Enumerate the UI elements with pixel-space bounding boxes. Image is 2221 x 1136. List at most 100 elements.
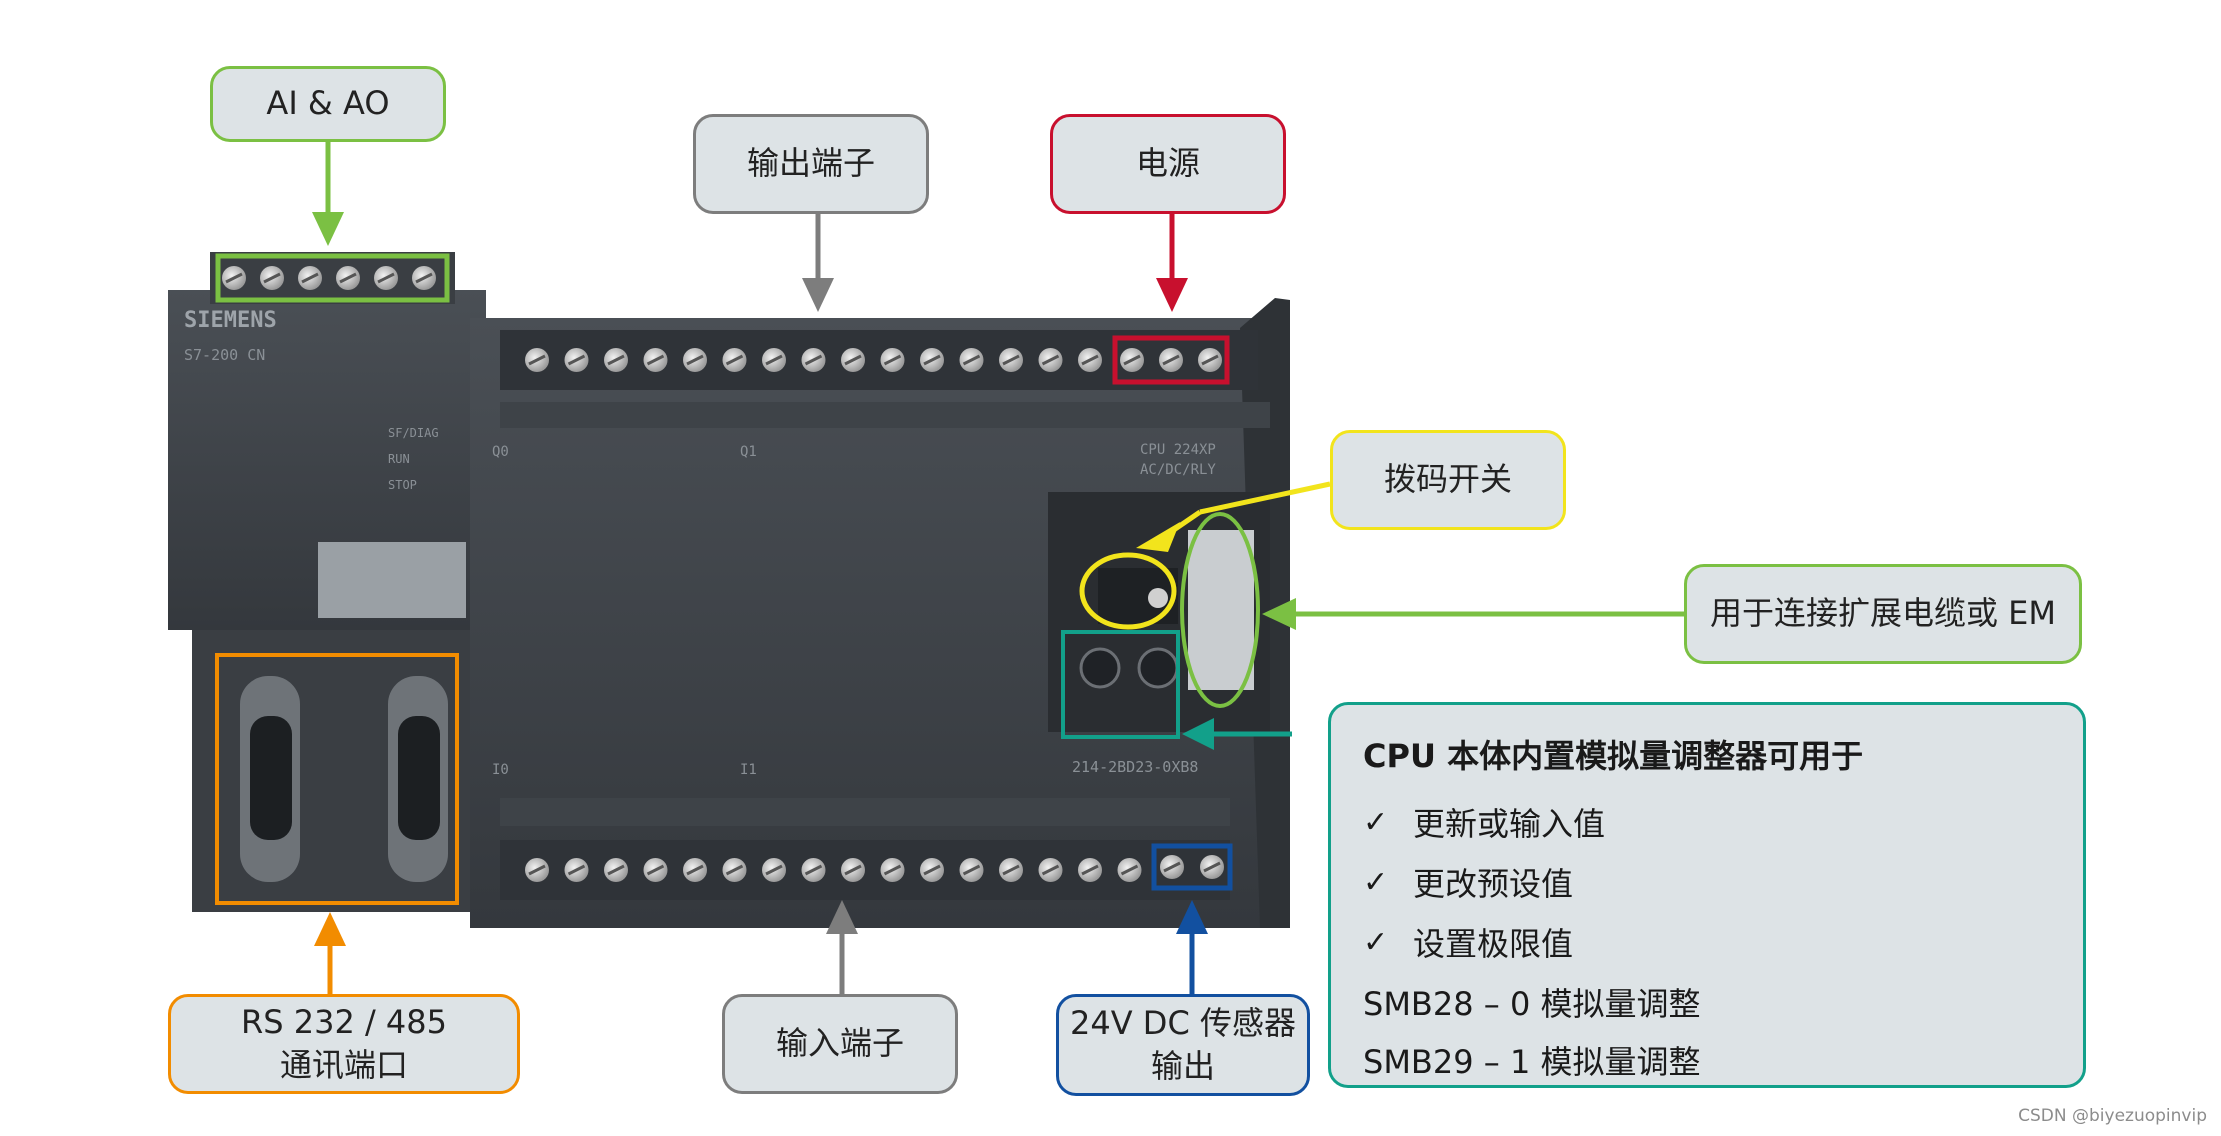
output-terminal-screw-slot: [1081, 354, 1099, 366]
power-arrow-head: [1156, 278, 1188, 312]
power-label: 电源: [1135, 144, 1200, 183]
ai-ao-screw-slot: [339, 272, 357, 284]
expansion-callout: 用于连接扩展电缆或 EM: [1684, 564, 2082, 664]
label-strip-bottom: [500, 798, 1230, 826]
i1-label: I1: [740, 762, 757, 778]
input-terminal-screw-slot: [646, 864, 665, 876]
i0-label: I0: [492, 762, 509, 778]
input-terminal-screw-slot: [962, 864, 981, 876]
expansion-arrow-head: [1262, 598, 1296, 630]
power-callout: 电源: [1050, 114, 1286, 214]
analog-box-title: CPU 本体内置模拟量调整器可用于: [1363, 737, 1864, 775]
ai-ao-callout: AI & AO: [210, 66, 446, 142]
comm-port-label-line1: RS 232 / 485: [241, 1002, 447, 1041]
comm-port-highlight: [215, 653, 459, 905]
power-terminal-screw-slot: [1162, 354, 1180, 366]
dip-switch-highlight: [1079, 552, 1177, 630]
led-stop: STOP: [388, 478, 417, 492]
output-terminal-screw-slot: [962, 354, 981, 366]
comm-port-callout: RS 232 / 485 通讯端口: [168, 994, 520, 1094]
check-icon: ✓: [1363, 924, 1389, 960]
output-terminal-screw-slot: [765, 354, 783, 366]
output-terminals-callout: 输出端子: [693, 114, 929, 214]
dip-arrow-line: [1199, 481, 1331, 515]
input-terminal-screw-slot: [844, 864, 862, 876]
output-terminal-screw-slot: [607, 354, 625, 366]
output-terminal-screw-slot: [567, 354, 586, 366]
input-terminal-screw-slot: [686, 864, 704, 876]
output-terminal-screw-slot: [1041, 354, 1060, 366]
input-terminal-screw-slot: [567, 864, 586, 876]
input-terminal-screw-slot: [1120, 864, 1139, 876]
input-arrow-head: [826, 900, 858, 934]
output-terminal-screw-slot: [1002, 354, 1020, 366]
device-model: S7-200 CN: [184, 346, 266, 364]
pot-0: [1079, 647, 1121, 689]
sensor-terminal-screw-slot: [1203, 861, 1221, 873]
ai-ao-screw-slot: [301, 272, 319, 284]
output-terminal-screw-slot: [923, 354, 941, 366]
analog-box-item: ✓ 设置极限值: [1363, 919, 2051, 965]
output-terminal-screw-slot: [844, 354, 862, 366]
output-terminal-screw-slot: [528, 354, 546, 366]
led-run: RUN: [388, 452, 410, 466]
input-terminal-screw-slot: [725, 864, 744, 876]
q0-label: Q0: [492, 444, 509, 460]
analog-box-item-text: 更新或输入值: [1413, 805, 1606, 843]
output-terminals-label: 输出端子: [746, 144, 875, 183]
sensor-output-label-line1: 24V DC 传感器: [1070, 1003, 1296, 1042]
ai-ao-screw-slot: [263, 272, 281, 284]
label-strip-top: [500, 402, 1270, 428]
memory-cartridge-label: [318, 542, 466, 618]
power-terminal-screw-slot: [1123, 354, 1141, 366]
expansion-connector: [1188, 530, 1254, 690]
input-terminal-screw-slot: [607, 864, 625, 876]
output-terminal-screw-slot: [883, 354, 902, 366]
port-1-socket: [398, 716, 440, 840]
sensor-output-label-line2: 输出: [1150, 1047, 1215, 1085]
ai-ao-highlight: [215, 253, 450, 303]
check-icon: ✓: [1363, 804, 1389, 840]
ai-ao-screw-slot: [415, 272, 433, 284]
analog-adjuster-info-box: CPU 本体内置模拟量调整器可用于 ✓ 更新或输入值 ✓ 更改预设值 ✓ 设置极…: [1328, 702, 2086, 1088]
dip-switch-callout: 拨码开关: [1330, 430, 1566, 530]
input-terminal-screw-slot: [883, 864, 902, 876]
pot-highlight: [1061, 630, 1180, 739]
output-arrow-head: [802, 278, 834, 312]
input-terminal-screw-slot: [528, 864, 546, 876]
analog-box-item-text: 设置极限值: [1413, 925, 1574, 963]
expansion-label: 用于连接扩展电缆或 EM: [1709, 594, 2056, 633]
ai-ao-arrow-head: [312, 212, 344, 246]
input-terminal-screw-slot: [1081, 864, 1099, 876]
device-brand: SIEMENS: [184, 308, 277, 333]
power-highlight: [1112, 335, 1230, 385]
input-terminals-label: 输入端子: [775, 1024, 904, 1063]
input-terminal-screw-slot: [765, 864, 783, 876]
input-terminal-screw-slot: [923, 864, 941, 876]
input-terminal-screw-slot: [804, 864, 823, 876]
port-0-socket: [250, 716, 292, 840]
part-number: 214-2BD23-0XB8: [1072, 758, 1199, 776]
watermark: CSDN @biyezuopinvip: [2018, 1106, 2207, 1126]
output-terminal-screw-slot: [725, 354, 744, 366]
sensor-terminal-screw-slot: [1163, 861, 1181, 873]
ai-ao-screw-slot: [377, 272, 395, 284]
sensor-output-highlight: [1151, 843, 1233, 891]
terminal-screws: [222, 266, 1224, 882]
cpu-model: CPU 224XP: [1140, 442, 1216, 458]
check-icon: ✓: [1363, 864, 1389, 900]
smb28-line: SMB28 – 0 模拟量调整: [1363, 985, 1701, 1023]
led-sf: SF/DIAG: [388, 426, 439, 440]
input-terminals-callout: 输入端子: [722, 994, 958, 1094]
analog-box-item-text: 更改预设值: [1413, 865, 1574, 903]
expansion-highlight: [1180, 512, 1260, 708]
dip-switch-label: 拨码开关: [1383, 460, 1512, 499]
output-terminal-screw-slot: [646, 354, 665, 366]
smb29-line: SMB29 – 1 模拟量调整: [1363, 1043, 1701, 1081]
ai-ao-screw-slot: [225, 272, 243, 284]
output-terminal-screw-slot: [804, 354, 823, 366]
ai-ao-label: AI & AO: [266, 84, 390, 123]
cpu-type: AC/DC/RLY: [1140, 462, 1216, 478]
